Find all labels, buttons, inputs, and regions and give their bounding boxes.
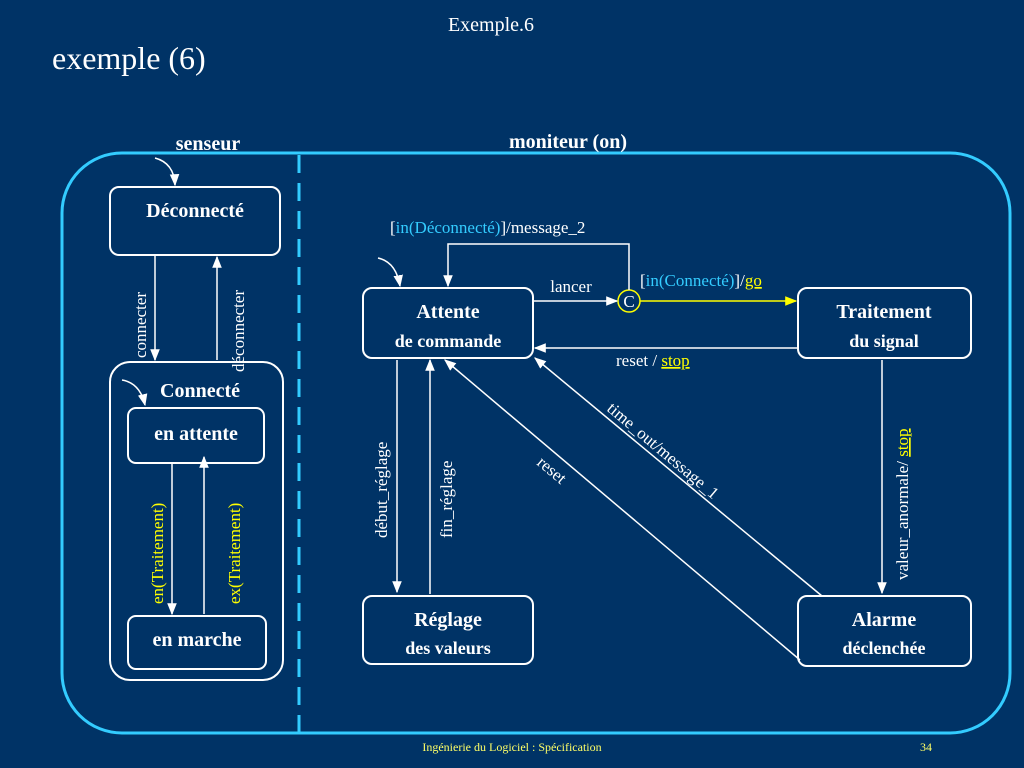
- label-reset-stop: reset / stop: [616, 351, 690, 370]
- label-fin-reglage: fin_réglage: [437, 461, 456, 538]
- label-lancer: lancer: [550, 277, 592, 296]
- state-connecte-label: Connecté: [160, 380, 240, 402]
- label-go-guard: in(Connecté): [646, 271, 735, 290]
- label-go-action: go: [745, 271, 762, 290]
- choice-point-label: C: [623, 292, 634, 311]
- label-go-open: [: [640, 271, 646, 290]
- state-en-attente-label: en attente: [154, 423, 238, 445]
- label-valeur-action: stop: [893, 428, 912, 456]
- label-ex-traitement: ex(Traitement): [225, 503, 244, 604]
- initial-arrow-attente: [377, 257, 403, 288]
- label-reset-stop-action: stop: [661, 351, 689, 370]
- state-traitement: [797, 287, 972, 359]
- label-en-traitement: en(Traitement): [148, 503, 167, 604]
- label-reset-stop-pre: reset /: [616, 351, 661, 370]
- moniteur-state-border: [60, 151, 1012, 735]
- label-message-2-open: [: [390, 218, 396, 237]
- label-valeur-anormale: valeur_anormale/ stop: [893, 428, 912, 580]
- state-deconnecte: [109, 186, 281, 256]
- state-deconnecte-label: Déconnecté: [146, 200, 244, 222]
- transition-timeout: [534, 357, 823, 597]
- state-alarme-label-1: Alarme: [852, 609, 917, 631]
- page-number: 34: [920, 740, 932, 754]
- transition-message-2: [443, 243, 630, 290]
- state-attente-label-2: de commande: [395, 331, 502, 351]
- slide-title: exemple (6): [52, 40, 206, 76]
- footer-text: Ingénierie du Logiciel : Spécification: [422, 740, 602, 754]
- label-debut-reglage: début_réglage: [372, 442, 391, 538]
- label-connecter: connecter: [131, 292, 150, 358]
- transition-reset: [444, 359, 801, 661]
- initial-arrow-deconnecte: [154, 157, 180, 187]
- state-en-marche: [127, 615, 267, 670]
- state-alarme: [797, 595, 972, 667]
- label-go-mid: ]/: [734, 271, 745, 290]
- label-message-2-guard: in(Déconnecté): [396, 218, 501, 237]
- label-message-2: [in(Déconnecté)]/message_2: [390, 218, 585, 237]
- region-label-moniteur: moniteur (on): [509, 131, 627, 153]
- state-reglage: [362, 595, 534, 665]
- label-deconnecter: déconnecter: [229, 290, 248, 372]
- state-en-attente: [127, 407, 265, 464]
- state-en-marche-label: en marche: [152, 629, 241, 651]
- region-label-senseur: senseur: [176, 133, 241, 155]
- state-reglage-label-2: des valeurs: [405, 638, 491, 658]
- state-attente: [362, 287, 534, 359]
- label-message-2-rest: ]/message_2: [500, 218, 585, 237]
- state-traitement-label-1: Traitement: [836, 301, 931, 323]
- header-title: Exemple.6: [447, 14, 535, 36]
- label-go: [in(Connecté)]/go: [640, 271, 762, 290]
- state-connecte: [109, 361, 284, 681]
- label-valeur-pre: valeur_anormale/: [893, 457, 912, 580]
- state-traitement-label-2: du signal: [849, 331, 919, 351]
- label-timeout: time_out/message_1: [603, 399, 722, 503]
- initial-arrow-en-attente: [121, 379, 148, 407]
- state-reglage-label-1: Réglage: [414, 609, 482, 631]
- state-alarme-label-2: déclenchée: [843, 638, 926, 658]
- state-attente-label-1: Attente: [416, 301, 479, 323]
- label-reset: reset: [533, 453, 570, 488]
